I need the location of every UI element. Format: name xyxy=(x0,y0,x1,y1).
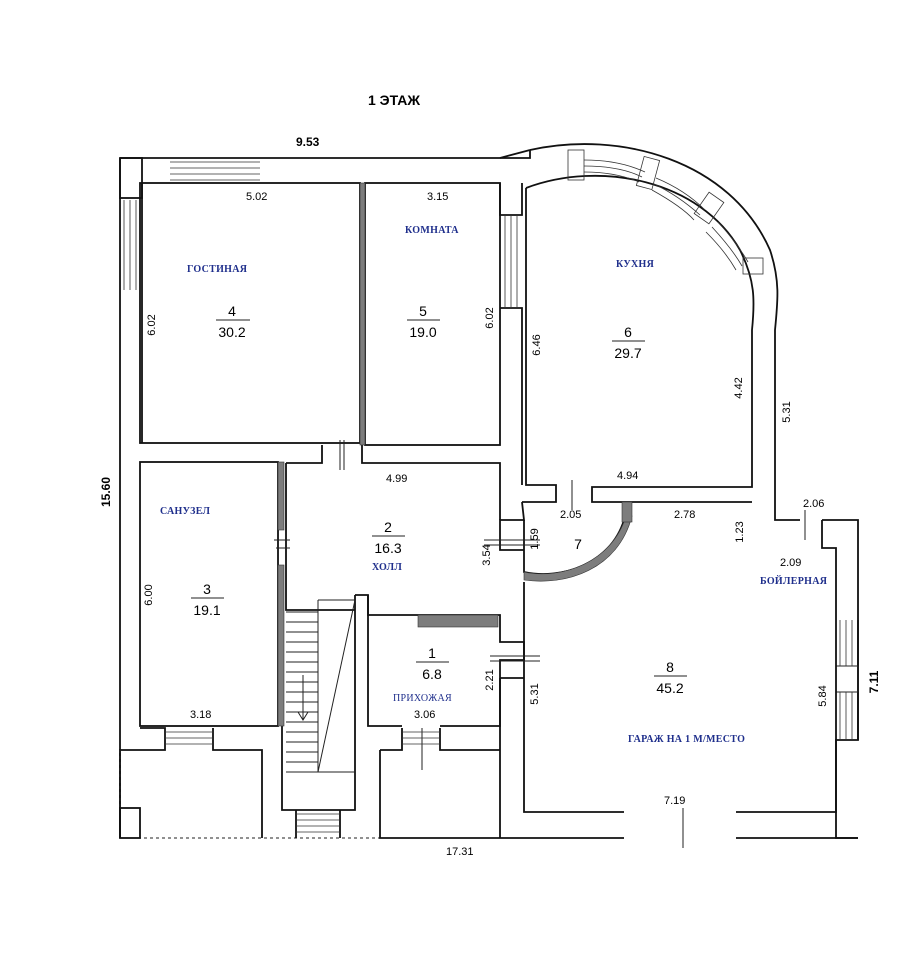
room-bedroom: КОМНАТА 5 19.0 xyxy=(405,225,459,340)
dim-garage-bottom: 7.19 xyxy=(664,795,685,807)
dim-left-overall: 15.60 xyxy=(99,477,113,507)
dim-top-overall: 9.53 xyxy=(296,135,320,149)
dim-living-height: 6.02 xyxy=(146,314,158,335)
room-name: ПРИХОЖАЯ xyxy=(393,693,452,704)
room-area: 29.7 xyxy=(614,345,641,361)
outer-walls xyxy=(119,143,859,839)
dim-kitchen-bottom: 4.94 xyxy=(617,470,638,482)
room-area: 19.1 xyxy=(193,602,220,618)
room-area: 16.3 xyxy=(374,540,401,556)
dim-living-width: 5.02 xyxy=(246,191,267,203)
dim-right-overall: 7.11 xyxy=(867,670,881,693)
room-name: ГОСТИНАЯ xyxy=(187,264,248,275)
room-area: 19.0 xyxy=(409,324,436,340)
room-storage: 7 xyxy=(574,536,582,552)
room-name: САНУЗЕЛ xyxy=(160,506,211,517)
room-living: ГОСТИНАЯ 4 30.2 xyxy=(187,264,250,340)
room-area: 30.2 xyxy=(218,324,245,340)
dim-boiler-width-b: 2.09 xyxy=(780,557,801,569)
floor-title: 1 ЭТАЖ xyxy=(368,92,420,108)
room-number: 4 xyxy=(228,303,236,319)
stairs xyxy=(286,599,356,773)
dim-room-height: 6.02 xyxy=(484,307,496,328)
room-bathroom: САНУЗЕЛ 3 19.1 xyxy=(160,506,224,618)
room-hall: 2 16.3 ХОЛЛ xyxy=(372,519,405,573)
dim-boiler-height: 1.23 xyxy=(734,521,746,542)
dim-kitchen-left: 6.46 xyxy=(531,334,543,355)
room-entry: 1 6.8 ПРИХОЖАЯ xyxy=(393,645,452,704)
room-number: 7 xyxy=(574,536,582,552)
dim-garage-right: 5.84 xyxy=(817,685,829,706)
room-kitchen: КУХНЯ 6 29.7 xyxy=(612,259,655,361)
dim-garage-top: 2.78 xyxy=(674,509,695,521)
room-area: 6.8 xyxy=(422,666,442,682)
room-name: ГАРАЖ НА 1 М/МЕСТО xyxy=(628,734,745,745)
dim-entry-height: 2.21 xyxy=(484,669,496,690)
dim-small-7-width: 2.05 xyxy=(560,509,581,521)
room-area: 45.2 xyxy=(656,680,683,696)
room-boiler: БОЙЛЕРНАЯ xyxy=(760,575,828,587)
dimensions: 9.53 15.60 17.31 7.11 5.02 6.02 3.15 6.0… xyxy=(99,135,881,858)
windows xyxy=(123,161,518,833)
dim-room-width: 3.15 xyxy=(427,191,448,203)
room-name: БОЙЛЕРНАЯ xyxy=(760,575,828,587)
dim-entry-width: 3.06 xyxy=(414,709,435,721)
room-number: 6 xyxy=(624,324,632,340)
room-name: ХОЛЛ xyxy=(372,562,402,573)
room-labels: ГОСТИНАЯ 4 30.2 КОМНАТА 5 19.0 КУХНЯ 6 2… xyxy=(160,225,828,745)
dim-outer-arc: 5.31 xyxy=(781,401,793,422)
dim-bath-height: 6.00 xyxy=(143,584,155,605)
room-number: 8 xyxy=(666,659,674,675)
room-number: 1 xyxy=(428,645,436,661)
room-garage: 8 45.2 ГАРАЖ НА 1 М/МЕСТО xyxy=(628,659,745,745)
dim-hall-width: 4.99 xyxy=(386,473,407,485)
dim-small-7-height: 1.59 xyxy=(529,528,541,549)
dim-hall-height: 3.54 xyxy=(481,544,493,565)
dim-bath-width: 3.18 xyxy=(190,709,211,721)
room-name: КУХНЯ xyxy=(616,259,655,270)
room-number: 3 xyxy=(203,581,211,597)
dim-bottom-overall: 17.31 xyxy=(446,846,474,858)
dim-kitchen-right: 4.42 xyxy=(733,377,745,398)
dim-garage-left: 5.31 xyxy=(529,683,541,704)
room-name: КОМНАТА xyxy=(405,225,459,236)
dim-boiler-width-a: 2.06 xyxy=(803,498,824,510)
room-number: 2 xyxy=(384,519,392,535)
room-number: 5 xyxy=(419,303,427,319)
inner-walls xyxy=(139,182,806,848)
